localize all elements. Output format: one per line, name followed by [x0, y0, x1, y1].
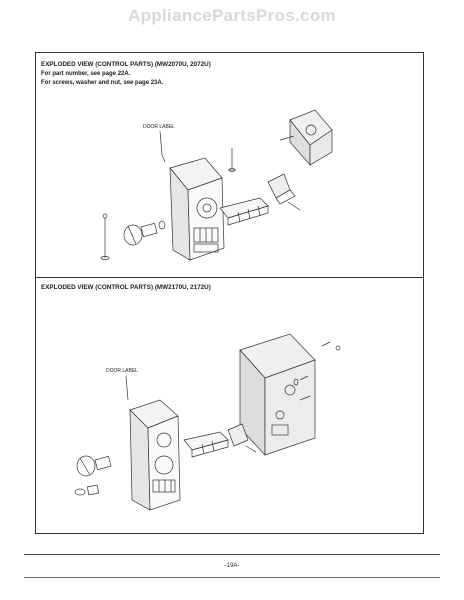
bottom-door-label-callout: DOOR LABEL [106, 368, 138, 374]
top-section-note-screws: For screws, washer and nut, see page 23A… [41, 80, 164, 86]
top-door-label-callout: DOOR LABEL [143, 124, 175, 130]
top-section-note-part-number: For part number, see page 22A. [41, 71, 131, 77]
top-exploded-view-drawing [100, 109, 333, 261]
footer-rule-top [24, 554, 440, 555]
page-number: -19A- [224, 563, 240, 569]
top-section-title: EXPLODED VIEW (CONTROL PARTS) (MW2070U, … [41, 61, 211, 68]
footer-rule-bottom [24, 577, 440, 578]
section-divider [35, 277, 424, 278]
diagram-frame [35, 52, 424, 534]
bottom-exploded-view-drawing [74, 333, 341, 511]
bottom-section-title: EXPLODED VIEW (CONTROL PARTS) (MW2170U, … [41, 284, 211, 291]
watermark: AppliancePartsPros.com [128, 6, 336, 25]
